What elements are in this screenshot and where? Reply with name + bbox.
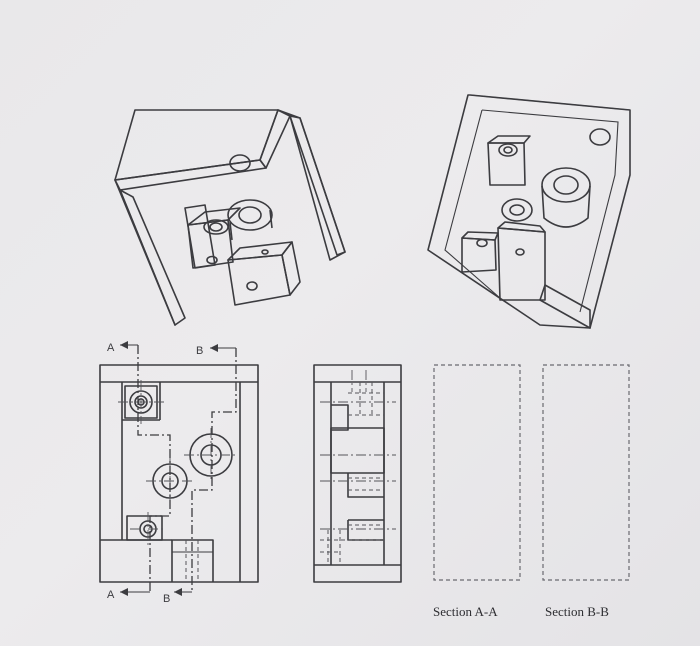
- side-view: [313, 364, 402, 583]
- isometric-view-back: [427, 94, 631, 329]
- section-aa-area: Section A-A: [433, 364, 521, 619]
- section-aa-caption: Section A-A: [433, 604, 498, 619]
- cutting-plane-label-a-top: A: [107, 342, 115, 354]
- cutting-plane-label-a-bottom: A: [107, 589, 115, 601]
- section-bb-caption: Section B-B: [545, 604, 609, 619]
- top-view: A B A B: [99, 341, 259, 605]
- isometric-view-front: [114, 109, 346, 326]
- cutting-plane-label-b-top: B: [196, 345, 203, 357]
- cutting-plane-label-b-bottom: B: [163, 593, 170, 605]
- section-bb-area: Section B-B: [542, 364, 630, 619]
